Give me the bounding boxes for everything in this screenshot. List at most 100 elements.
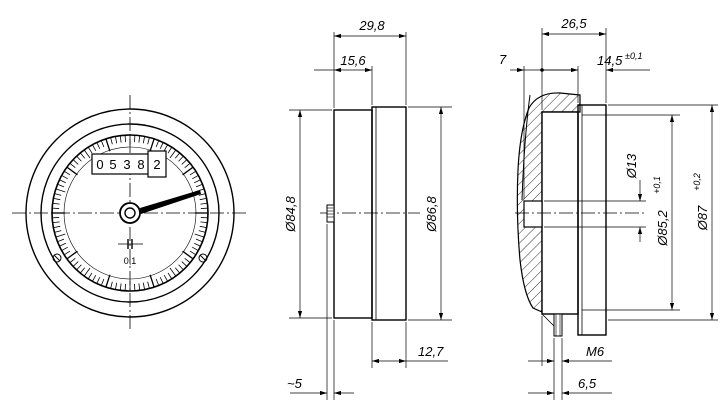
- dial-tick: [195, 238, 203, 243]
- dim-hub-diameter: Ø13: [624, 153, 639, 179]
- pointer-hub-outer: [119, 202, 141, 224]
- dial-tick: [189, 170, 197, 176]
- dial-tick: [181, 159, 188, 165]
- section-flange: [577, 104, 607, 336]
- dim-stud-length: ~5: [287, 376, 303, 391]
- dim-offset: 7: [499, 52, 507, 67]
- dial-tick: [66, 250, 78, 260]
- dial-tick: [53, 197, 61, 201]
- dim-rim-tolerance: ±0,1: [625, 51, 642, 61]
- dial-tick: [142, 282, 146, 290]
- dial-tick: [184, 162, 191, 169]
- scale-division-mark: [118, 239, 143, 249]
- dial-tick: [55, 233, 66, 238]
- dial-tick: [79, 152, 86, 159]
- dial-tick: [92, 144, 97, 151]
- dim-body-diameter: Ø86,8: [424, 196, 439, 233]
- dial-tick: [83, 149, 91, 159]
- dial-tick: [100, 278, 105, 286]
- dial-tick: [110, 137, 113, 145]
- dim-flange-diameter: Ø87: [695, 205, 710, 231]
- dial-tick: [69, 257, 76, 264]
- counter-digit: 5: [109, 157, 116, 172]
- dial-tick: [83, 267, 91, 277]
- side-view: 29,8 15,6 Ø84,8 Ø86,8 12,7 ~5: [283, 18, 452, 400]
- dial-tick: [53, 225, 61, 229]
- dial-tick: [110, 281, 113, 289]
- dial-tick: [169, 267, 177, 277]
- dial-tick: [159, 142, 164, 149]
- dial-tick: [198, 193, 206, 196]
- dial-tick: [138, 135, 141, 143]
- dial-tick: [76, 155, 82, 162]
- dial-tick: [54, 193, 62, 196]
- pointer-hub-inner: [124, 207, 136, 219]
- dial-tick: [194, 242, 201, 247]
- dial-tick: [92, 275, 97, 282]
- dial-tick: [72, 159, 79, 165]
- dial-scale-ticks: [52, 135, 208, 291]
- outer-housing-ring: [25, 108, 235, 318]
- dial-tick: [199, 225, 207, 229]
- dial-tick: [119, 283, 122, 291]
- dial-tick: [57, 238, 65, 243]
- dim-bore-diameter: Ø85,2: [655, 210, 670, 247]
- dial-tick: [194, 233, 205, 238]
- dial-tick: [138, 283, 141, 291]
- dial-tick: [105, 138, 111, 152]
- dial-tick: [163, 275, 168, 282]
- dial-tick: [142, 136, 146, 144]
- inner-housing-ring: [40, 123, 220, 303]
- dial-tick: [200, 202, 208, 205]
- dim-bore-tolerance: +0,1: [652, 176, 662, 194]
- dial-tick: [100, 140, 105, 148]
- dial-tick: [149, 274, 155, 288]
- dial-tick: [59, 242, 66, 247]
- dial-tick: [87, 146, 93, 154]
- dial-tick: [174, 152, 181, 159]
- dial-tick: [155, 140, 160, 148]
- side-stud: [326, 204, 335, 223]
- dial-tick: [55, 188, 66, 193]
- dial-tick: [76, 264, 82, 271]
- mounting-screw-icon: [52, 253, 62, 263]
- dial-tick: [147, 281, 150, 289]
- dim-overall-depth: 29,8: [358, 18, 385, 33]
- counter-digit: 2: [153, 157, 160, 172]
- section-hatch: [516, 92, 581, 313]
- dial-tick: [195, 183, 203, 188]
- dial-tick: [119, 135, 122, 143]
- dial-tick: [96, 277, 101, 284]
- dim-depth: 26,5: [560, 16, 587, 31]
- dial-tick: [192, 246, 199, 251]
- dial-tick: [192, 175, 199, 180]
- thread-label: M6: [586, 344, 605, 359]
- dial-tick: [182, 166, 194, 176]
- dim-rear-depth: 12,7: [418, 344, 444, 359]
- section-hub: [523, 200, 543, 228]
- dial-tick: [174, 267, 181, 274]
- dial-tick: [167, 146, 173, 154]
- dial-tick: [178, 155, 184, 162]
- dial-tick: [105, 274, 111, 288]
- dial-tick: [57, 183, 65, 188]
- dial-tick: [54, 230, 62, 233]
- dial-tick: [114, 136, 118, 144]
- dial-tick: [182, 250, 194, 260]
- dim-rim-depth: 14,5: [597, 53, 623, 68]
- side-front-ring: [333, 109, 373, 319]
- dial-tick: [61, 175, 68, 180]
- dial-tick: [159, 277, 164, 284]
- dial-tick: [79, 267, 86, 274]
- section-view: 26,5 7 14,5 ±0,1 Ø13 Ø85,2 +0,1 Ø87 +0,2…: [499, 16, 718, 400]
- dial-tick: [178, 264, 184, 271]
- dial-tick: [199, 197, 207, 201]
- dial-tick: [61, 246, 68, 251]
- counter-digit: 3: [123, 157, 130, 172]
- dial-tick: [147, 137, 150, 145]
- side-body: [371, 106, 407, 321]
- dial-tick: [155, 278, 160, 286]
- dial-tick: [181, 261, 188, 267]
